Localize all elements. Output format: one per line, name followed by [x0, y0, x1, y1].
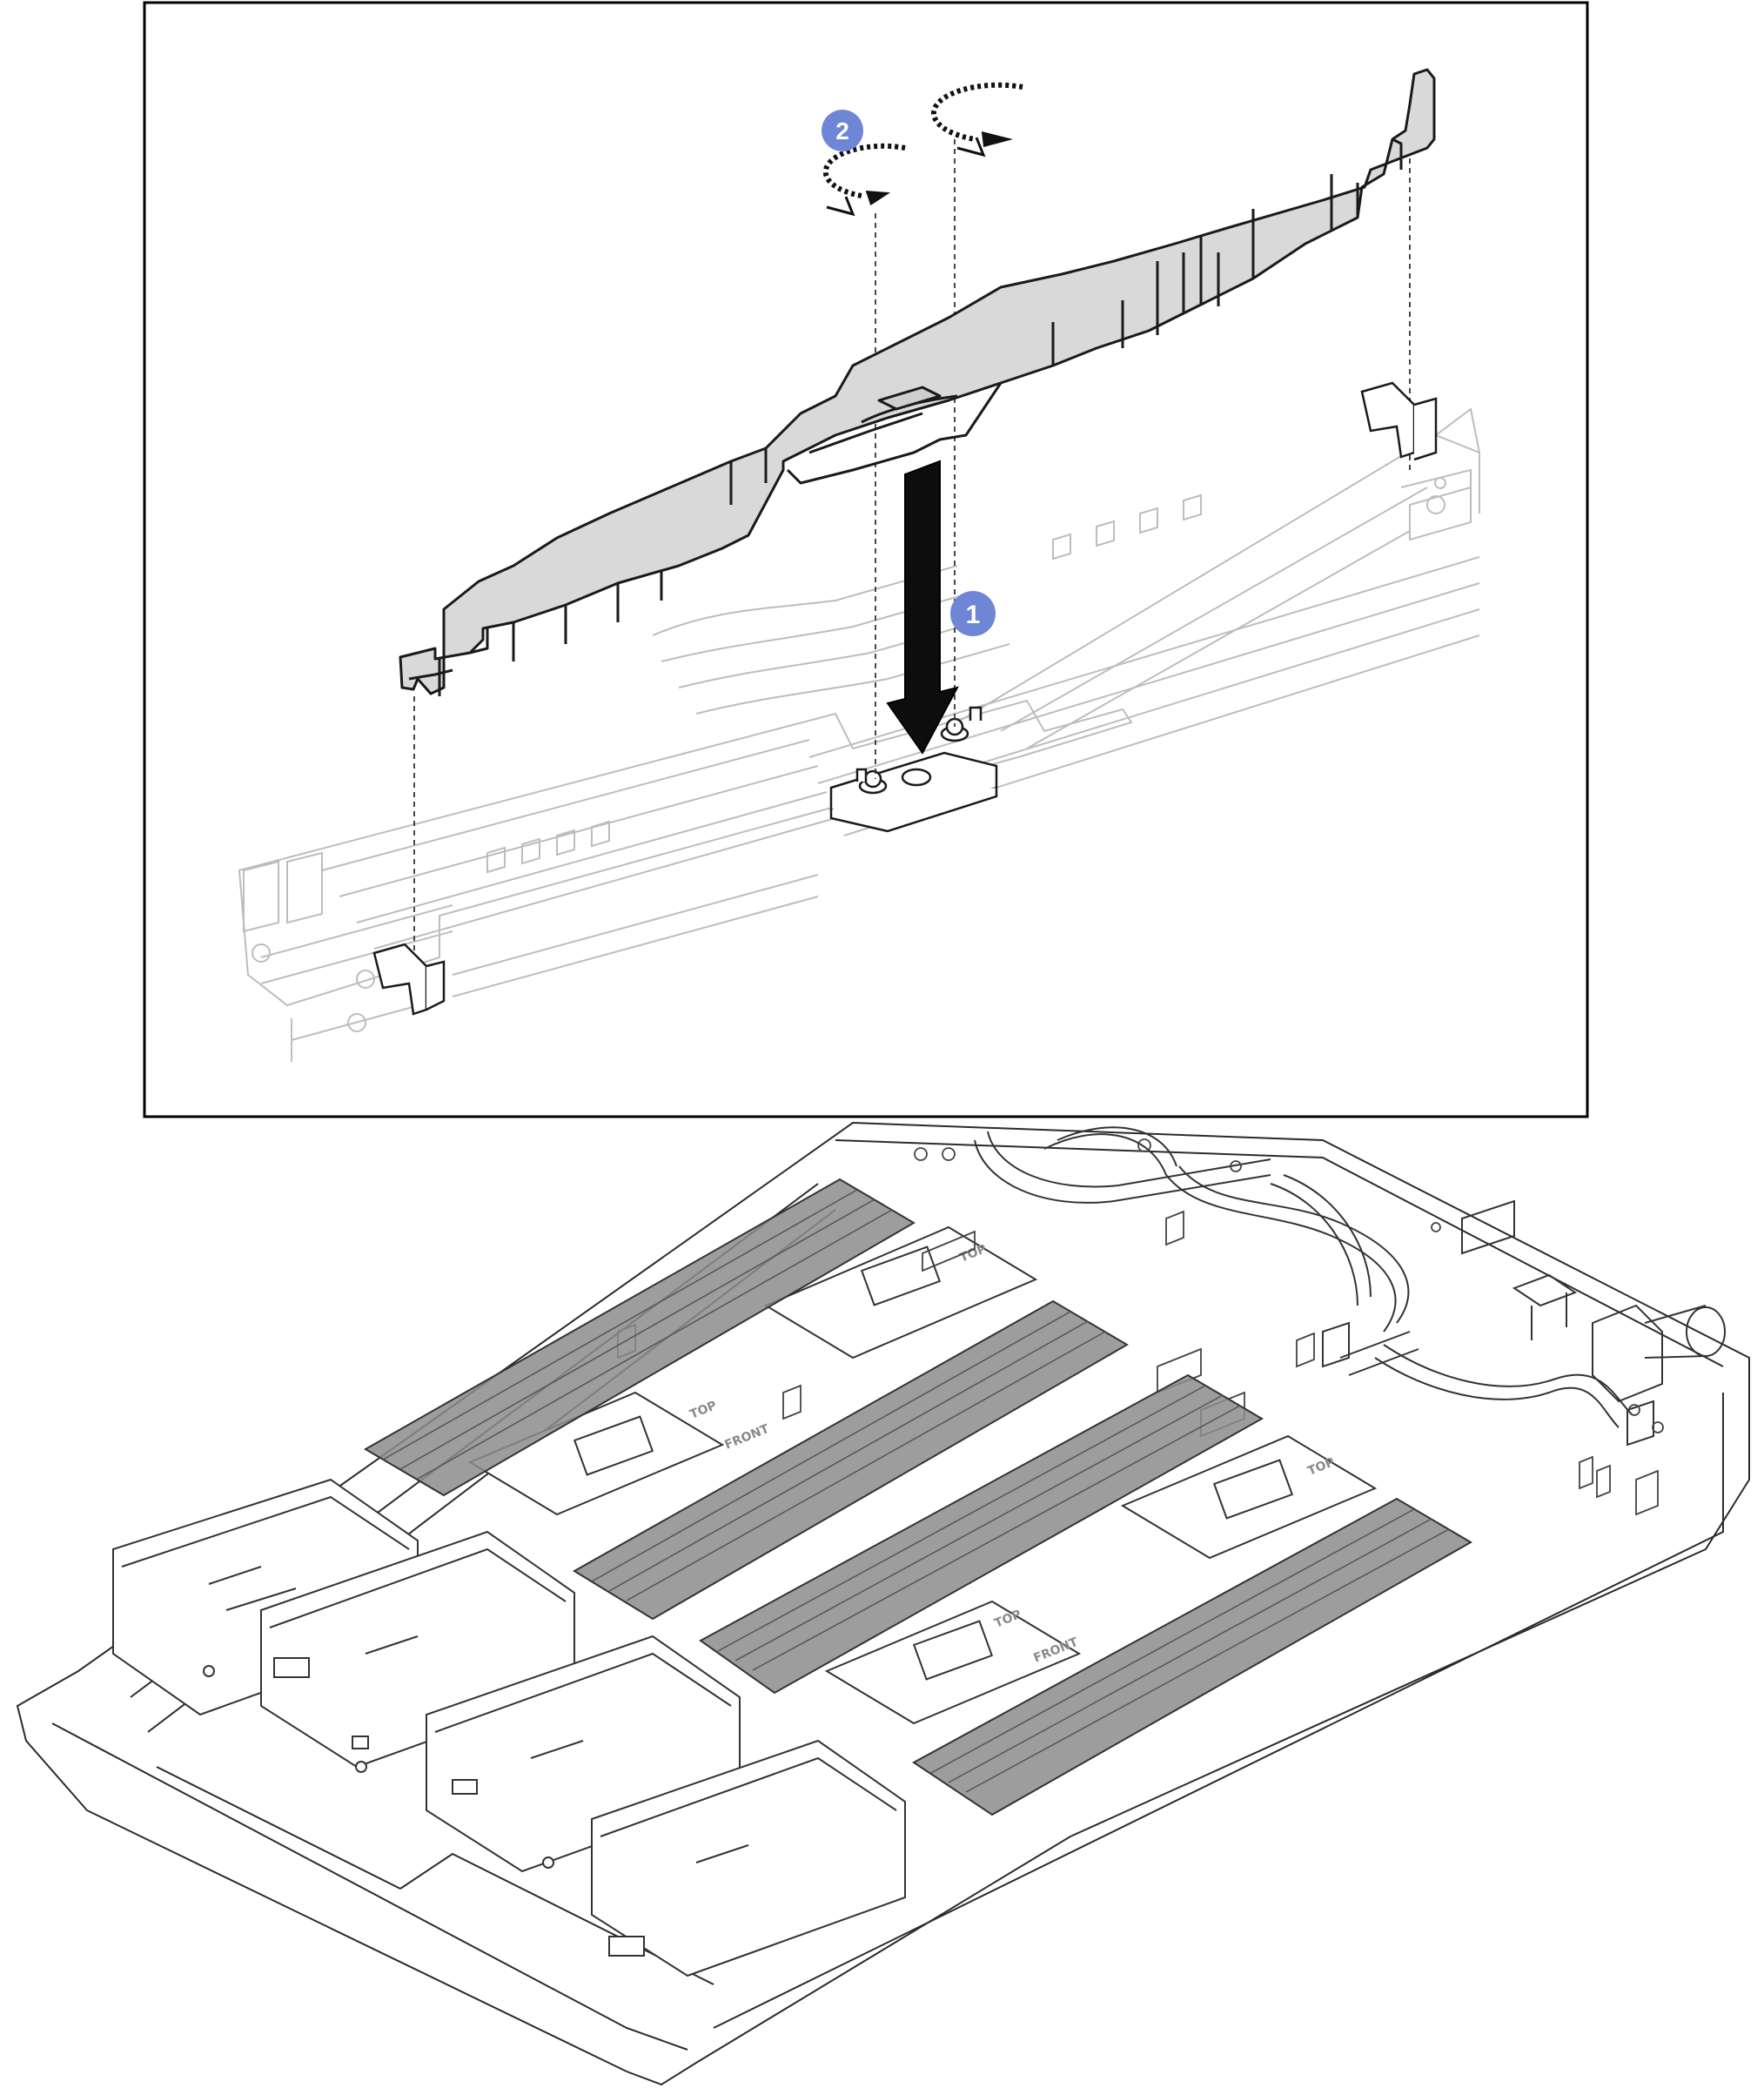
callout-circle-icon — [822, 110, 863, 151]
detail-inset: 2 1 — [143, 1, 1589, 1118]
down-arrow-icon — [886, 460, 959, 755]
marking-front: FRONT — [723, 1422, 772, 1453]
alignment-guide-lines — [413, 139, 1411, 979]
front-latch — [372, 943, 446, 1016]
memory-highlight-area — [699, 1373, 1264, 1695]
callout-step-2-label: 2 — [835, 117, 849, 144]
memory-module-lines — [382, 1189, 1450, 1793]
memory-highlight-area — [573, 1299, 1129, 1621]
callout-step-1-label: 1 — [966, 601, 981, 629]
marking-top: TOP — [688, 1399, 719, 1422]
callout-step-1: 1 — [950, 591, 996, 636]
memory-highlight-areas — [364, 1178, 1472, 1816]
memory-highlight-area — [912, 1497, 1472, 1816]
cold-plate-bracket — [399, 68, 1436, 696]
server-tray-overview: TOP TOP FRONT TOP TOP FRONT — [16, 1121, 1750, 2086]
riser-cages — [112, 1478, 906, 1977]
callout-circle-icon — [950, 591, 996, 636]
detail-inset-border — [143, 1, 1589, 1118]
rotate-clockwise-icon — [822, 82, 1023, 205]
memory-highlight-area — [364, 1178, 916, 1497]
cold-plates — [467, 1225, 1378, 1725]
screw-mount-base — [829, 706, 998, 833]
rear-latch — [1360, 381, 1438, 461]
rotate-clockwise-icon — [826, 137, 986, 217]
water-loop-hoses — [974, 1126, 1726, 1447]
callout-step-2: 2 — [822, 110, 863, 151]
